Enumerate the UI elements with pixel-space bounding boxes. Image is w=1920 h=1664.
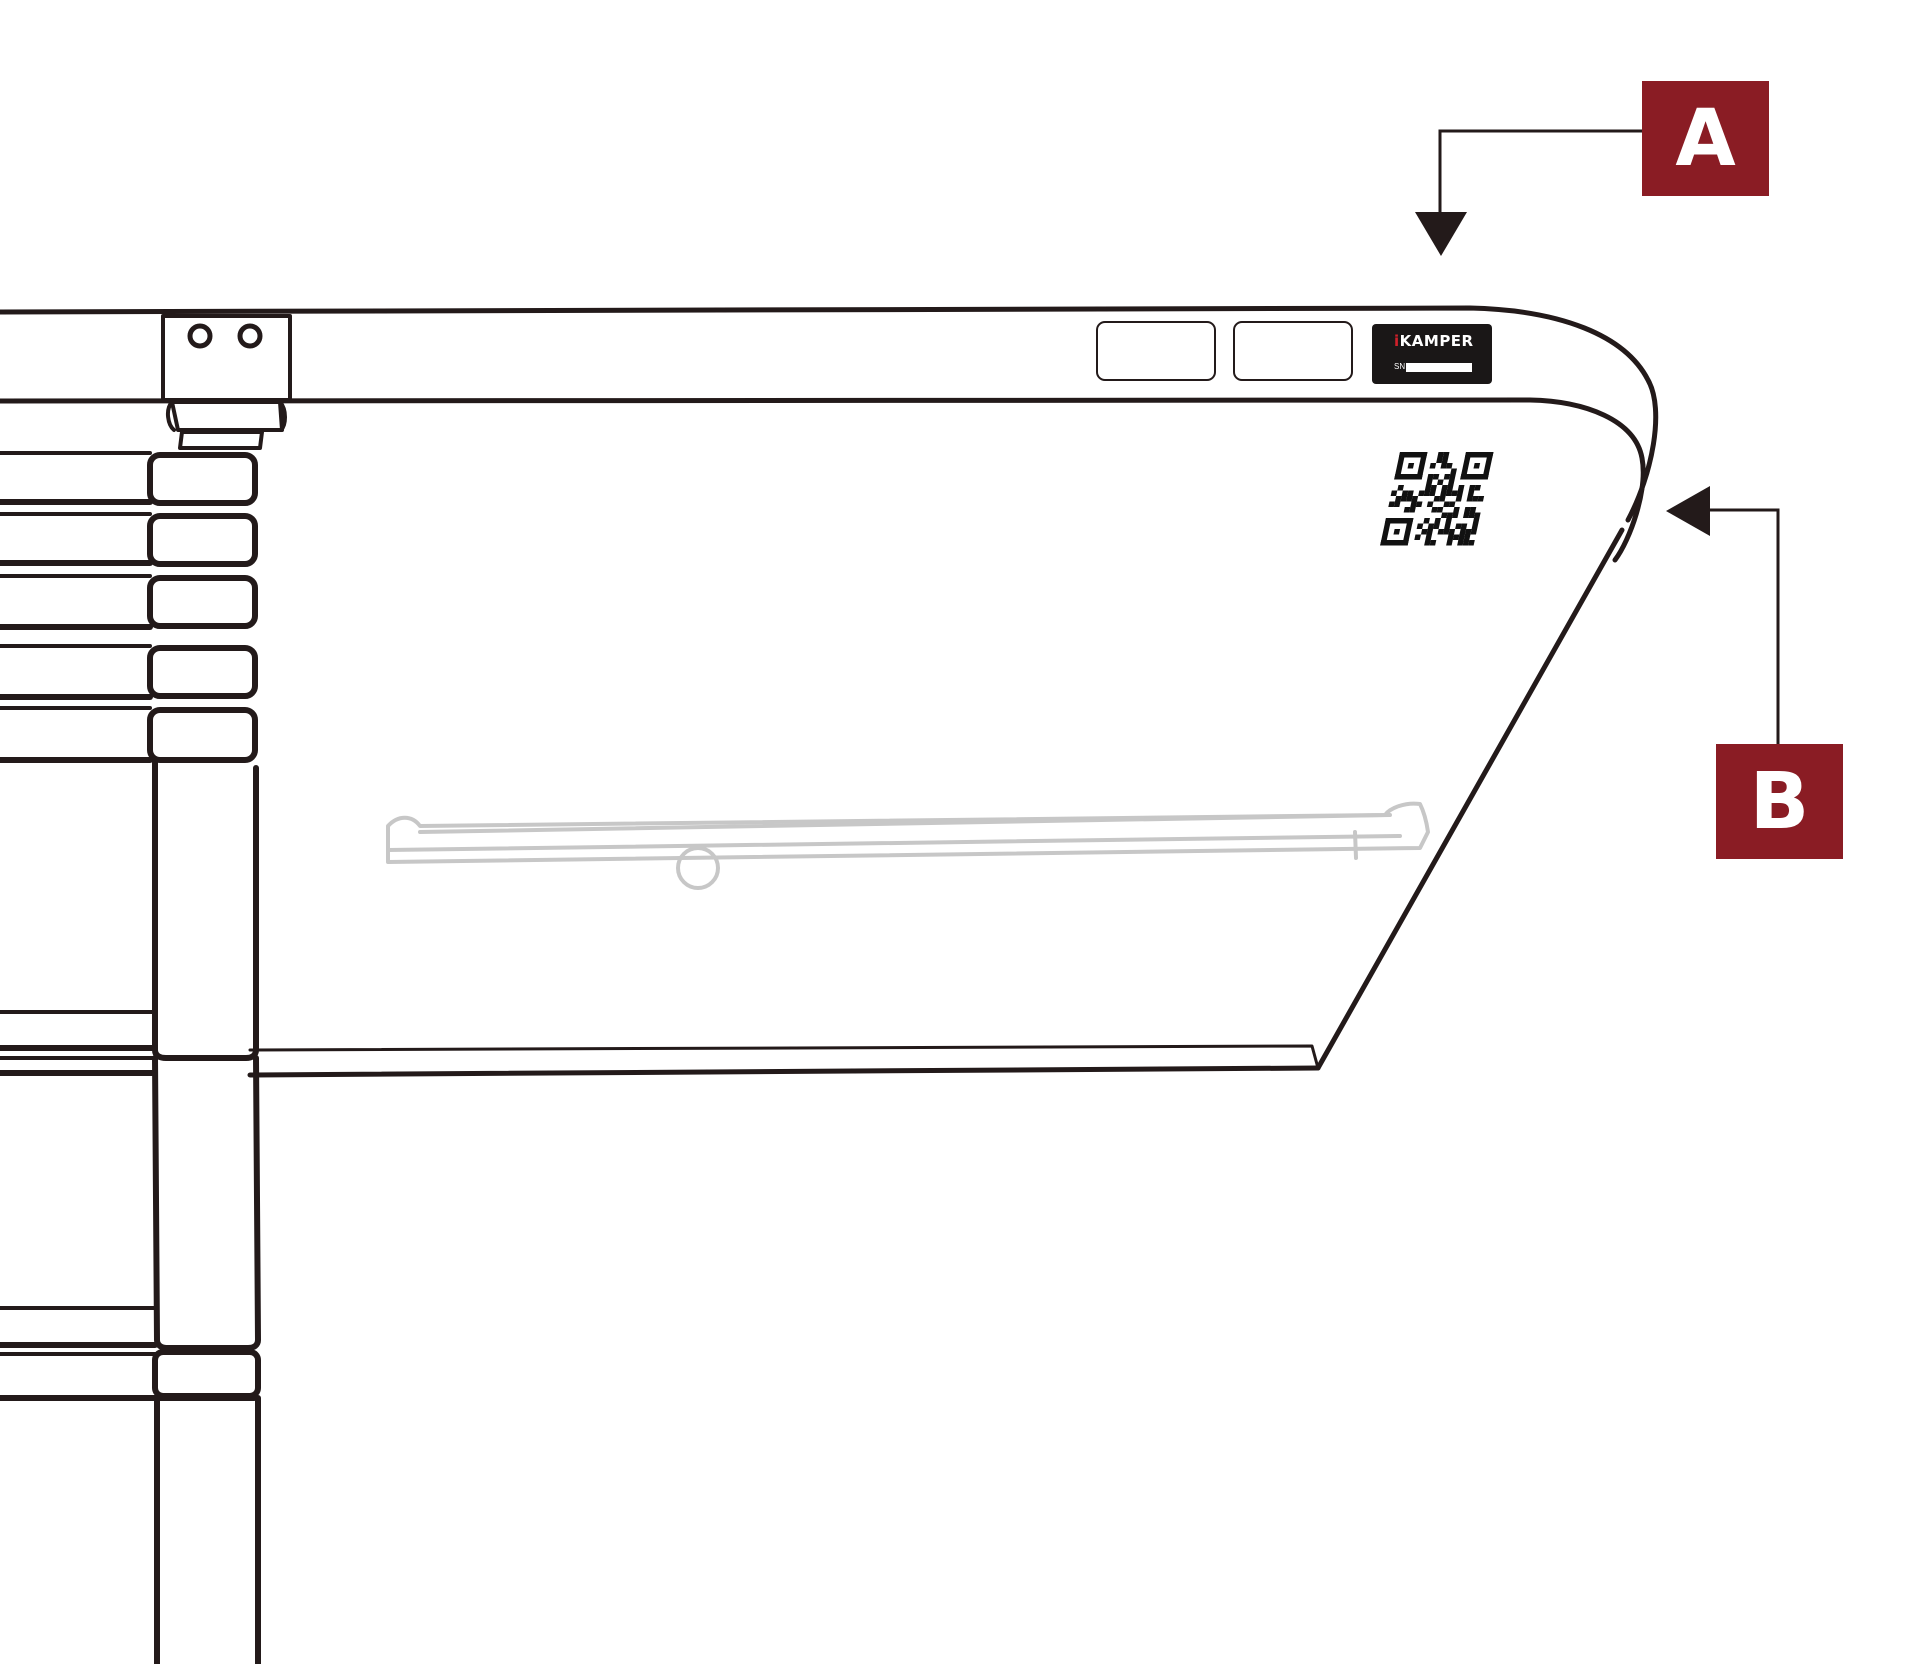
bracket-bolt-2 — [237, 323, 263, 349]
label-plate-1 — [1096, 321, 1216, 381]
serial-number-label: SN — [1394, 362, 1406, 371]
hinge-joint — [165, 400, 287, 432]
qr-code-icon — [1380, 452, 1494, 546]
callout-a-box — [1642, 81, 1769, 196]
brand-label: iKAMPER SN — [1372, 324, 1492, 384]
shell-inner-edge — [0, 397, 1646, 563]
ladder-tube — [152, 757, 259, 1061]
shell-front-face — [1315, 527, 1625, 1071]
bracket-bolt-1 — [187, 323, 213, 349]
label-plate-2 — [1233, 321, 1353, 381]
ladder-segment — [147, 645, 258, 699]
shell-outer-edge — [0, 305, 1659, 523]
handle-rail — [386, 801, 1430, 890]
ladder-segment — [147, 513, 258, 567]
brand-logo: iKAMPER — [1394, 332, 1474, 350]
callout-a-label: A — [1675, 93, 1736, 184]
ladder-segment — [152, 1349, 261, 1399]
ladder-tube — [152, 1055, 261, 1351]
callout-b-label: B — [1749, 756, 1810, 847]
arrow-left-icon — [1666, 486, 1780, 744]
ladder-segment — [147, 452, 258, 506]
ladder-tube — [154, 1395, 261, 1664]
ladder-segment — [147, 575, 258, 629]
arrow-down-icon — [1415, 129, 1642, 256]
base-top-line — [248, 1044, 1320, 1070]
callout-b-box — [1716, 744, 1843, 859]
ladder — [0, 451, 261, 1664]
hinge-neck — [178, 430, 264, 450]
serial-number-field — [1406, 363, 1472, 372]
base-bottom-line — [247, 1065, 1321, 1078]
ladder-segment — [147, 707, 258, 763]
hinge-bracket — [161, 314, 292, 402]
